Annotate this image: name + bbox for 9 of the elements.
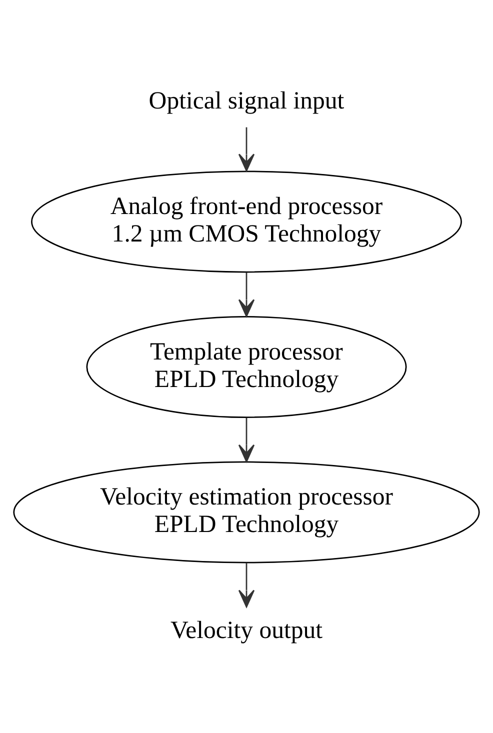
arrow [238,126,255,171]
node-text: Optical signal input [148,86,344,114]
node-ellipse: Analog front-end processor 1.2 µm CMOS Technology [31,170,462,272]
arrow [238,272,255,316]
arrow [238,417,255,462]
node-ellipse: Template processor EPLD Technology [86,316,407,418]
arrow [238,562,255,608]
node-text: Velocity output [170,616,323,644]
node-ellipse: Velocity estimation processor EPLD Technology [13,460,480,563]
